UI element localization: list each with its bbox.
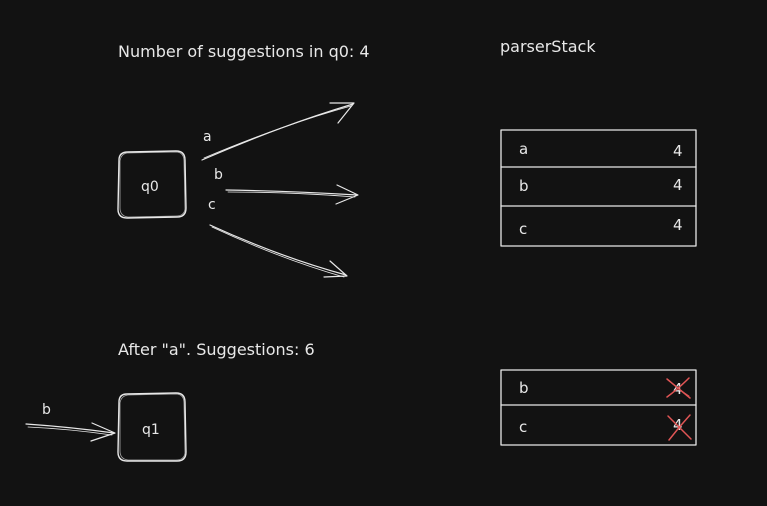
edge-label-a: a (203, 129, 212, 145)
state-q1-box (117, 392, 187, 462)
bottom-stack-table: b 4 c 4 (500, 369, 697, 446)
strike-mark (666, 377, 691, 399)
top-caption: Number of suggestions in q0: 4 (118, 42, 370, 61)
stack-row: a 4 (519, 140, 683, 160)
stack-row-symbol: b (519, 177, 529, 195)
stack-title: parserStack (500, 37, 596, 56)
edge-arrow-c (209, 224, 348, 278)
state-q1: q1 (117, 392, 187, 462)
edge-label-c: c (208, 197, 216, 213)
stack-table-border (500, 129, 697, 247)
bottom-table-border (500, 369, 697, 446)
stack-row-symbol: a (519, 140, 528, 158)
stack-row-count: 4 (673, 216, 683, 234)
state-q1-label: q1 (142, 422, 160, 438)
stack-row: b 4 (519, 176, 683, 195)
edge-label-b: b (214, 167, 223, 183)
incoming-arrow (25, 422, 116, 442)
bottom-caption: After "a". Suggestions: 6 (118, 340, 315, 359)
edge-arrow-a (201, 102, 355, 161)
bottom-row: c 4 (519, 414, 692, 441)
bottom-row-symbol: c (519, 418, 527, 436)
state-q0: q0 (117, 150, 187, 219)
parser-stack-table: a 4 b 4 c 4 (500, 129, 697, 247)
stack-row-symbol: c (519, 220, 527, 238)
strike-mark (667, 414, 692, 441)
stack-row: c 4 (519, 216, 683, 238)
state-q0-label: q0 (141, 179, 159, 195)
state-q0-box (117, 150, 187, 219)
edge-arrow-b (225, 184, 359, 205)
stack-row-count: 4 (673, 142, 683, 160)
bottom-row: b 4 (519, 377, 691, 399)
bottom-row-symbol: b (519, 379, 529, 397)
stack-row-count: 4 (673, 176, 683, 194)
incoming-edge-label: b (42, 402, 51, 418)
